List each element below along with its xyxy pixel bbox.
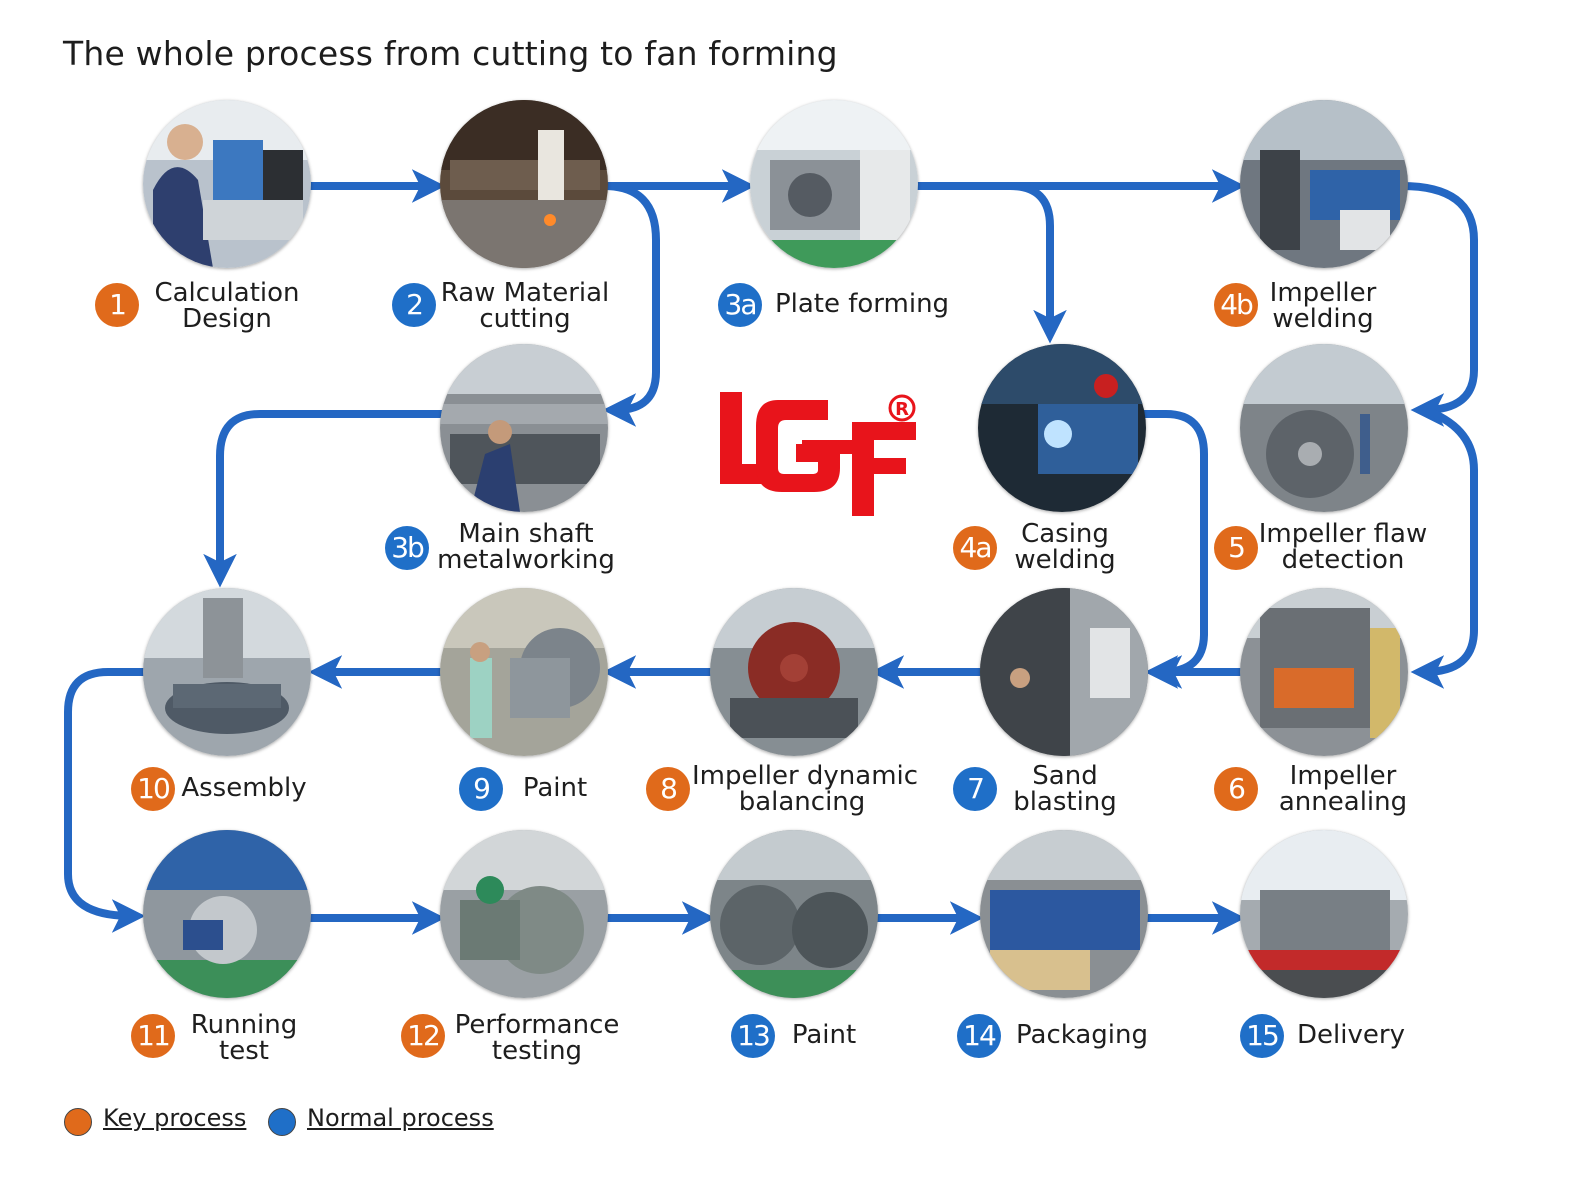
step-14-photo — [980, 830, 1148, 998]
step-8-photo — [710, 588, 878, 756]
step-3a-label: Plate forming — [774, 289, 950, 319]
step-9-label: Paint — [522, 773, 588, 803]
step-15-photo — [1240, 830, 1408, 998]
step-13-photo — [710, 830, 878, 998]
step-12-badge: 12 — [401, 1014, 445, 1058]
step-3a-badge: 3a — [718, 283, 762, 327]
step-6-badge: 6 — [1214, 767, 1258, 811]
step-4b-badge: 4b — [1214, 283, 1258, 327]
step-3a-photo — [750, 100, 918, 268]
page-title: The whole process from cutting to fan fo… — [63, 34, 838, 73]
arrow-2-to-3b — [600, 182, 660, 427]
step-5-photo — [1240, 344, 1408, 512]
step-13-badge: 13 — [731, 1014, 775, 1058]
step-3b-badge: 3b — [385, 526, 429, 570]
step-11-photo — [143, 830, 311, 998]
legend-key-dot — [64, 1108, 92, 1136]
arrow-4a-to-7 — [1140, 410, 1208, 689]
step-8-badge: 8 — [646, 767, 690, 811]
step-4a-photo — [978, 344, 1146, 512]
step-3b-photo — [440, 344, 608, 512]
step-2-photo — [440, 100, 608, 268]
step-15-badge: 15 — [1240, 1014, 1284, 1058]
step-11-badge: 11 — [131, 1014, 175, 1058]
step-1-photo — [143, 100, 311, 268]
lgf-logo: R — [720, 392, 916, 516]
step-10-photo — [143, 588, 311, 756]
step-7-badge: 7 — [953, 767, 997, 811]
step-9-photo — [440, 588, 608, 756]
legend-normal-label: Normal process — [307, 1104, 494, 1132]
arrow-10-to-11 — [64, 668, 150, 933]
step-5-badge: 5 — [1214, 526, 1258, 570]
step-4a-badge: 4a — [953, 526, 997, 570]
step-1-badge: 1 — [95, 283, 139, 327]
step-2-badge: 2 — [392, 283, 436, 327]
legend-normal-dot — [268, 1108, 296, 1136]
step-9-badge: 9 — [459, 767, 503, 811]
step-7-photo — [980, 588, 1148, 756]
arrow-3b-to-10 — [203, 410, 448, 588]
legend-key-label: Key process — [103, 1104, 247, 1132]
arrow-4b-to-5 — [1398, 182, 1478, 427]
step-14-label: Packaging — [1016, 1020, 1148, 1050]
registered-mark: R — [895, 399, 909, 420]
step-12-photo — [440, 830, 608, 998]
arrow-3a-to-4a — [1006, 182, 1067, 344]
step-13-label: Paint — [791, 1020, 857, 1050]
step-6-photo — [1240, 588, 1408, 756]
step-14-badge: 14 — [957, 1014, 1001, 1058]
step-15-label: Delivery — [1297, 1020, 1405, 1050]
step-10-label: Assembly — [181, 773, 307, 803]
arrow-5-to-6 — [1410, 408, 1478, 689]
step-4b-photo — [1240, 100, 1408, 268]
step-10-badge: 10 — [131, 767, 175, 811]
